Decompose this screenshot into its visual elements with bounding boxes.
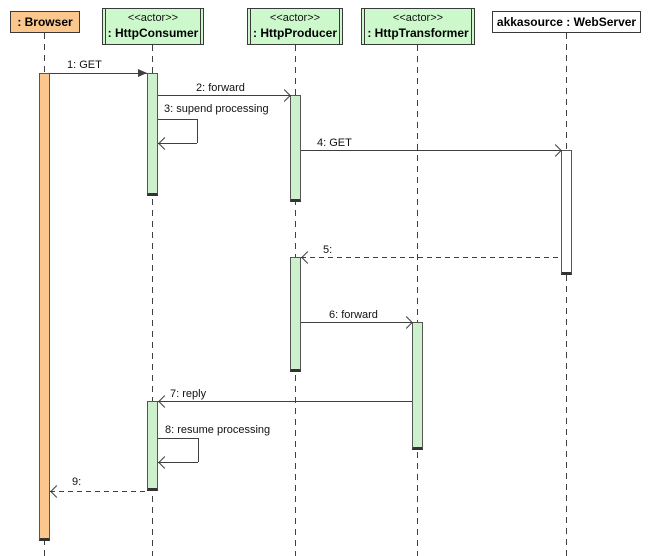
lifeline-webserver [566, 33, 567, 556]
message-1-arrowhead-icon [138, 69, 147, 77]
message-3-line [158, 119, 197, 120]
message-9-line [50, 491, 147, 492]
message-1-line [50, 73, 147, 74]
activation-bar-webserver-3 [561, 150, 572, 275]
message-5-label: 5: [323, 244, 333, 256]
message-8-line-return [158, 462, 198, 463]
participant-box-httptransformer: <<actor>>: HttpTransformer [361, 8, 475, 45]
message-4-arrowhead-icon [549, 144, 562, 157]
message-4-label: 4: GET [317, 137, 352, 149]
message-1-label: 1: GET [67, 59, 102, 71]
participant-stereotype: <<actor>> [392, 12, 444, 25]
activation-bar-httpconsumer-1 [147, 73, 158, 196]
participant-name: : HttpTransformer [367, 25, 469, 40]
lifeline-httptransformer [417, 45, 418, 556]
participant-name: akkasource : WebServer [496, 14, 637, 29]
message-6-arrowhead-icon [400, 316, 413, 329]
activation-bar-httptransformer-5 [412, 322, 423, 450]
message-7-label: 7: reply [170, 388, 207, 400]
message-2-label: 2: forward [196, 82, 245, 94]
message-3-line-return [158, 143, 197, 144]
message-9-arrowhead-icon [50, 485, 63, 498]
participant-box-webserver: akkasource : WebServer [492, 11, 641, 33]
message-3-line-vertical [197, 119, 198, 143]
activation-bar-browser-0 [39, 73, 50, 541]
message-3-arrowhead-icon [158, 137, 171, 150]
participant-name: : HttpProducer [253, 25, 337, 40]
message-6-label: 6: forward [329, 309, 378, 321]
message-8-line [158, 438, 198, 439]
participant-box-httpproducer: <<actor>>: HttpProducer [247, 8, 343, 45]
lifeline-httpconsumer [152, 45, 153, 556]
message-5-arrowhead-icon [301, 251, 314, 264]
participant-box-browser: : Browser [10, 11, 80, 33]
message-4-line [301, 150, 561, 151]
participant-stereotype: <<actor>> [127, 12, 179, 25]
participant-name: : HttpConsumer [107, 25, 199, 40]
message-2-line [158, 95, 290, 96]
message-8-line-vertical [198, 438, 199, 462]
message-7-line [158, 401, 412, 402]
message-7-arrowhead-icon [158, 395, 171, 408]
message-8-arrowhead-icon [158, 456, 171, 469]
activation-bar-httpconsumer-6 [147, 401, 158, 491]
participant-name: : Browser [17, 14, 73, 29]
participant-stereotype: <<actor>> [269, 12, 321, 25]
message-2-arrowhead-icon [278, 89, 291, 102]
message-5-line [301, 257, 561, 258]
message-3-label: 3: supend processing [164, 103, 269, 115]
activation-bar-httpproducer-2 [290, 95, 301, 202]
message-6-line [301, 322, 412, 323]
message-9-label: 9: [72, 476, 82, 488]
activation-bar-httpproducer-4 [290, 257, 301, 372]
participant-box-httpconsumer: <<actor>>: HttpConsumer [102, 8, 204, 45]
message-8-label: 8: resume processing [165, 424, 271, 436]
